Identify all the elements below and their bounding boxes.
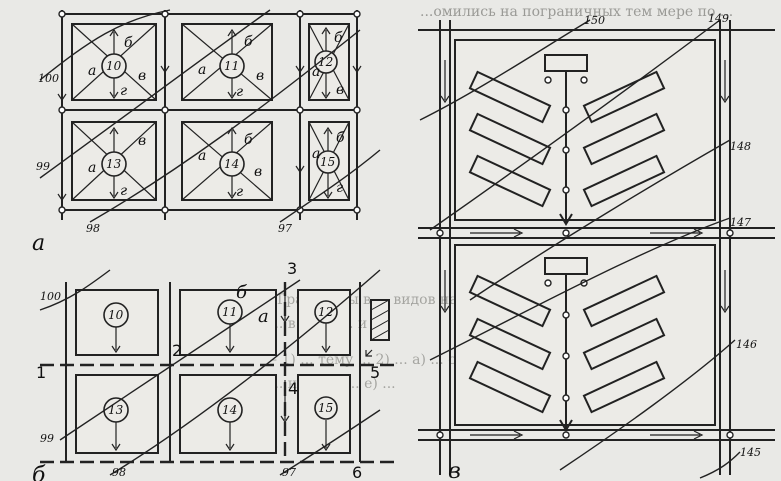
marker-number: 4	[288, 379, 298, 398]
contour-label: 149	[708, 12, 729, 25]
inner-label: а	[258, 306, 269, 327]
collector-upper	[559, 70, 573, 226]
contour-line	[429, 217, 731, 361]
cell-a-15	[308, 121, 350, 201]
cell-number: 12	[318, 305, 333, 319]
cell-number: 10	[108, 308, 124, 322]
junction-dots	[58, 10, 361, 214]
sector-g-label: г	[336, 180, 343, 196]
cell-number: 13	[108, 403, 124, 417]
cell-number: 12	[318, 55, 333, 69]
sector-g-label: г	[120, 83, 127, 99]
hatched-structure	[370, 299, 390, 341]
cell-b-14	[179, 374, 277, 454]
sprinkler-wings-lower	[468, 274, 666, 414]
sector-a-label: а	[88, 160, 96, 176]
sector-g-label: г	[236, 184, 243, 200]
contour-label: 100	[40, 290, 61, 303]
sprinkler-wings-upper	[468, 70, 666, 208]
sector-b-label: б	[244, 34, 253, 50]
marker-number: 5	[370, 363, 380, 382]
sector-a-label: а	[312, 64, 320, 80]
contour-label: 148	[730, 140, 751, 153]
cell-number: 15	[320, 155, 335, 169]
panel-b: 10 11 12 13 14 15 б а 100	[32, 259, 400, 481]
sector-g-label: г	[120, 183, 127, 199]
hydrant-arrows	[57, 26, 362, 202]
contour-label: 97	[278, 222, 292, 235]
contour-line	[89, 29, 361, 223]
cell-number: 15	[318, 401, 333, 415]
sector-g-label: г	[236, 84, 243, 100]
sector-b-label: б	[124, 35, 133, 51]
marker-number: 6	[352, 463, 362, 481]
contour-line	[699, 451, 741, 479]
collector-lower	[559, 275, 573, 432]
hatching	[370, 299, 390, 341]
contour-line	[59, 279, 301, 441]
sector-b-label: б	[244, 132, 253, 148]
sector-v-label: в	[138, 68, 146, 84]
cell-number: 14	[224, 157, 239, 171]
sector-b-label: б	[336, 130, 345, 146]
contour-label: 100	[38, 72, 59, 85]
contour-label: 99	[36, 160, 50, 173]
sector-v-label: в	[254, 164, 262, 180]
contour-line	[39, 9, 171, 81]
contour-label: 146	[736, 338, 757, 351]
panel-label: б	[32, 463, 46, 481]
panel-a: 10 11 12 13 14 15 б а в г б а в г б а в …	[32, 9, 381, 256]
contour-line	[39, 9, 271, 179]
cell-a-12	[308, 23, 350, 101]
sector-a-label: а	[88, 63, 96, 79]
contour-label: 99	[40, 432, 54, 445]
marker-number: 3	[287, 259, 297, 278]
contour-label: 97	[282, 466, 296, 479]
marker-number: 2	[172, 341, 182, 360]
cell-number: 10	[106, 59, 122, 73]
contour-label: 147	[730, 216, 751, 229]
sector-v-label: в	[256, 68, 264, 84]
contour-line	[559, 339, 736, 471]
contour-line	[279, 409, 381, 476]
sector-v-label: в	[138, 133, 146, 149]
contour-label: 150	[584, 14, 605, 27]
hydrant-arrows	[111, 290, 373, 452]
sector-a-label: а	[198, 148, 206, 164]
contour-line	[419, 19, 591, 121]
background-text-block: ...омились на пограничных тем мере по ..…	[420, 0, 733, 24]
contour-line	[469, 139, 731, 301]
panel-label: а	[32, 231, 45, 256]
sector-b-label: б	[334, 30, 343, 46]
cell-number: 13	[106, 157, 122, 171]
sector-v-label: в	[336, 82, 344, 98]
panel-v: 150 149 148 147 146 145 в	[418, 12, 775, 481]
header-structure	[544, 54, 588, 72]
sector-a-label: а	[312, 146, 320, 162]
cell-number: 11	[222, 305, 237, 319]
header-structure	[544, 257, 588, 275]
cell-number: 14	[222, 403, 237, 417]
contour-label: 98	[86, 222, 100, 235]
canal-arrows	[440, 60, 730, 440]
contour-line	[39, 269, 111, 311]
background-text-line: ...омились на пограничных тем мере по ..…	[420, 4, 734, 20]
cell-a-14	[181, 121, 273, 201]
hydrant-circles	[103, 299, 338, 423]
sector-a-label: а	[198, 62, 206, 78]
marker-number: 1	[36, 363, 46, 382]
contour-line	[109, 269, 381, 476]
contour-label: 98	[112, 466, 126, 479]
inner-label: б	[236, 282, 248, 303]
cell-number: 11	[224, 59, 239, 73]
contour-label: 145	[740, 446, 761, 459]
panel-label: в	[448, 459, 461, 481]
cell-a-11	[181, 23, 273, 101]
contour-line	[279, 149, 381, 223]
contour-line	[429, 19, 721, 231]
